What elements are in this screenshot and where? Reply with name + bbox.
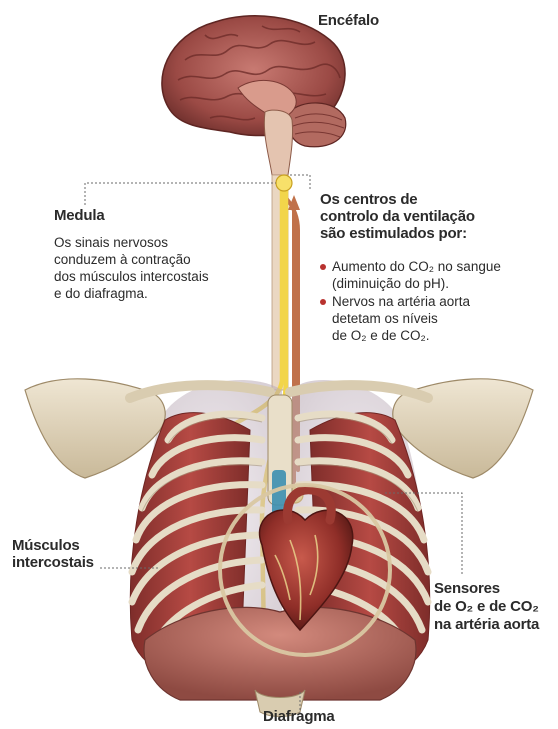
centers-title-line: são estimulados por: (320, 225, 475, 242)
medulla-text-line: e do diafragma. (54, 285, 209, 302)
label-medulla-text: Os sinais nervosos conduzem à contração … (54, 234, 209, 302)
sensors-line: Sensores (434, 580, 539, 598)
label-diaphragm: Diafragma (263, 708, 335, 725)
brain-illustration (162, 16, 346, 175)
label-brain: Encéfalo (318, 12, 379, 29)
medulla-text-line: dos músculos intercostais (54, 268, 209, 285)
medulla-text-line: conduzem à contração (54, 251, 209, 268)
stimulus-line: detetam os níveis (332, 310, 501, 327)
sensors-line: na artéria aorta (434, 616, 539, 634)
centers-title-line: controlo da ventilação (320, 208, 475, 225)
label-sensors: Sensores de O₂ e de CO₂ na artéria aorta (434, 580, 539, 634)
stimuli-bullet-list: Aumento do CO₂ no sangue (diminuição do … (318, 258, 501, 345)
label-centers-title: Os centros de controlo da ventilação são… (320, 191, 475, 242)
stimulus-line: Aumento do CO₂ no sangue (332, 258, 501, 275)
intercostal-line: intercostais (12, 554, 94, 571)
label-intercostal: Músculos intercostais (12, 537, 94, 571)
stimulus-item: Aumento do CO₂ no sangue (diminuição do … (318, 258, 501, 292)
bullet-dot-icon (320, 299, 326, 305)
stimulus-line: de O₂ e de CO₂. (332, 327, 501, 344)
bullet-dot-icon (320, 264, 326, 270)
sensors-line: de O₂ e de CO₂ (434, 598, 539, 616)
stimulus-line: (diminuição do pH). (332, 275, 501, 292)
medulla-node (276, 175, 292, 191)
stimulus-line: Nervos na artéria aorta (332, 293, 501, 310)
medulla-text-line: Os sinais nervosos (54, 234, 209, 251)
centers-title-line: Os centros de (320, 191, 475, 208)
stimulus-item: Nervos na artéria aorta detetam os nívei… (318, 293, 501, 344)
label-medulla-title: Medula (54, 207, 104, 224)
intercostal-line: Músculos (12, 537, 94, 554)
